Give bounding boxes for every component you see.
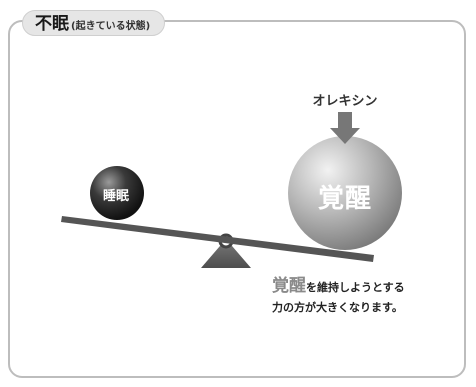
sleep-ball — [90, 166, 144, 220]
caption-line-2: 力の方が大きくなります。 — [272, 301, 403, 314]
down-arrow-icon — [330, 112, 360, 144]
seesaw-beam — [61, 216, 374, 262]
caption-line-1-rest: を維持しようとする — [306, 281, 405, 294]
caption: 覚醒を維持しようとする 力の方が大きくなります。 — [272, 276, 462, 318]
title-main: 不眠 — [35, 14, 69, 34]
orexin-label: オレキシン — [312, 94, 378, 109]
wake-ball-label: 覚醒 — [317, 184, 372, 214]
caption-line-1: 覚醒を維持しようとする — [272, 276, 462, 298]
caption-highlight: 覚醒 — [272, 276, 306, 296]
wake-ball — [288, 136, 402, 250]
sleep-ball-label: 睡眠 — [102, 189, 129, 204]
title-tab: 不眠 (起きている状態) — [22, 10, 166, 36]
title-sub: (起きている状態) — [71, 21, 151, 32]
